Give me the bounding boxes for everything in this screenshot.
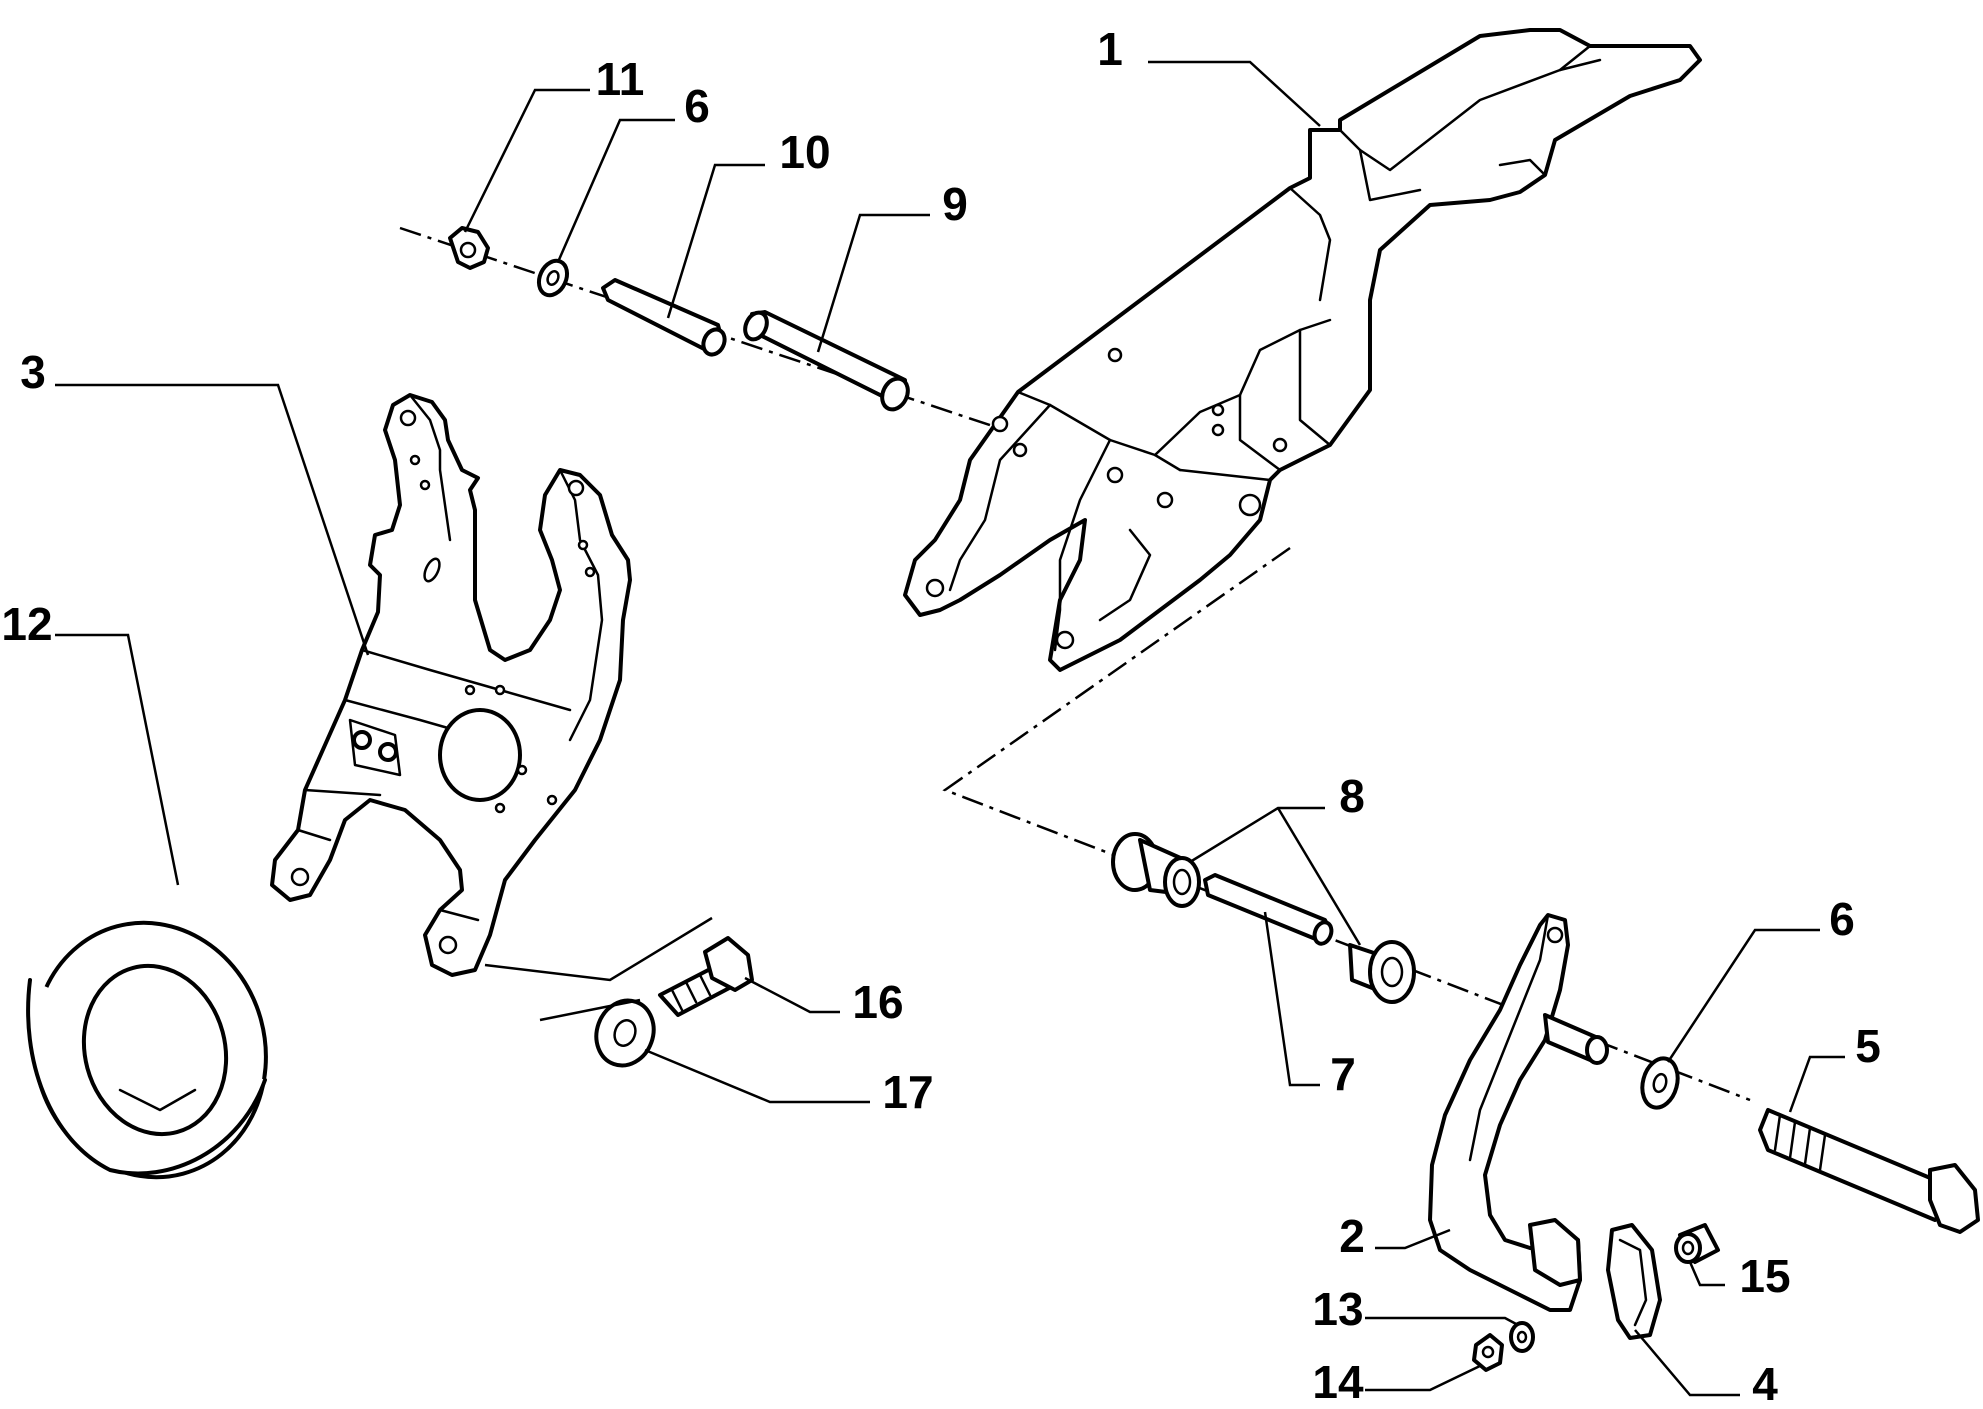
callout-3: 3 (20, 346, 46, 398)
callout-5: 5 (1855, 1020, 1881, 1072)
callout-12: 12 (1, 598, 52, 650)
washer-upper[interactable] (534, 256, 573, 300)
rubber-ring-boot[interactable] (6, 897, 294, 1204)
leader-7 (1263, 911, 1320, 1087)
leader-10 (666, 163, 765, 319)
callout-4: 4 (1752, 1358, 1778, 1409)
leader-16 (744, 976, 840, 1014)
callout-6-upper: 6 (684, 80, 710, 132)
washer-lower[interactable] (1637, 1054, 1683, 1111)
spacer-tube[interactable] (601, 278, 729, 358)
callout-17: 17 (882, 1066, 933, 1118)
leader-15 (1688, 1261, 1725, 1287)
nut-upper[interactable] (448, 226, 490, 270)
leader-1 (1148, 60, 1321, 127)
leader-lines (55, 60, 1845, 1397)
leader-4 (1634, 1329, 1740, 1397)
leader-2 (1375, 1228, 1451, 1250)
callout-10: 10 (779, 126, 830, 178)
leader-6a (556, 118, 675, 263)
pivot-pin[interactable] (1203, 873, 1334, 946)
flanged-bushing-right[interactable] (1348, 940, 1416, 1004)
bushing-sleeve[interactable] (741, 309, 913, 413)
pedal-support-bracket[interactable] (903, 28, 1702, 672)
leader-5 (1788, 1055, 1845, 1113)
callout-6-lower: 6 (1829, 893, 1855, 945)
leader-12 (55, 633, 180, 886)
small-bushing[interactable] (1674, 1223, 1720, 1264)
nut-small[interactable] (1472, 1333, 1504, 1372)
callout-15: 15 (1739, 1250, 1790, 1302)
callout-8: 8 (1339, 770, 1365, 822)
callout-7: 7 (1330, 1048, 1356, 1100)
leader-11 (463, 88, 590, 233)
leader-8b (1276, 807, 1362, 946)
lower-axis (942, 546, 1751, 1102)
leader-17 (644, 1048, 870, 1104)
callout-11: 11 (596, 53, 645, 105)
callout-9: 9 (942, 178, 968, 230)
callout-labels: 1 2 3 4 5 6 6 7 8 9 10 11 12 13 14 15 16… (1, 23, 1880, 1409)
leader-6b (1666, 928, 1820, 1063)
leader-14 (1365, 1363, 1483, 1392)
leader-9 (816, 213, 930, 353)
bolt-guide-lines (484, 916, 713, 1022)
washer-small[interactable] (1509, 1321, 1535, 1353)
leader-3 (55, 383, 370, 656)
hex-bolt-long[interactable] (1758, 1108, 1980, 1234)
washer-large[interactable] (587, 992, 662, 1073)
callout-14: 14 (1312, 1356, 1364, 1408)
pedal-arm[interactable] (1428, 913, 1609, 1312)
hex-bolt-small[interactable] (658, 936, 754, 1017)
mounting-plate[interactable] (270, 393, 632, 977)
callout-13: 13 (1312, 1283, 1363, 1335)
callout-2: 2 (1339, 1210, 1365, 1262)
flanged-bushing-left[interactable] (1111, 832, 1201, 908)
callout-16: 16 (852, 976, 903, 1028)
pedal-pad[interactable] (1606, 1223, 1662, 1340)
leader-13 (1365, 1316, 1519, 1327)
callout-1: 1 (1097, 23, 1123, 75)
